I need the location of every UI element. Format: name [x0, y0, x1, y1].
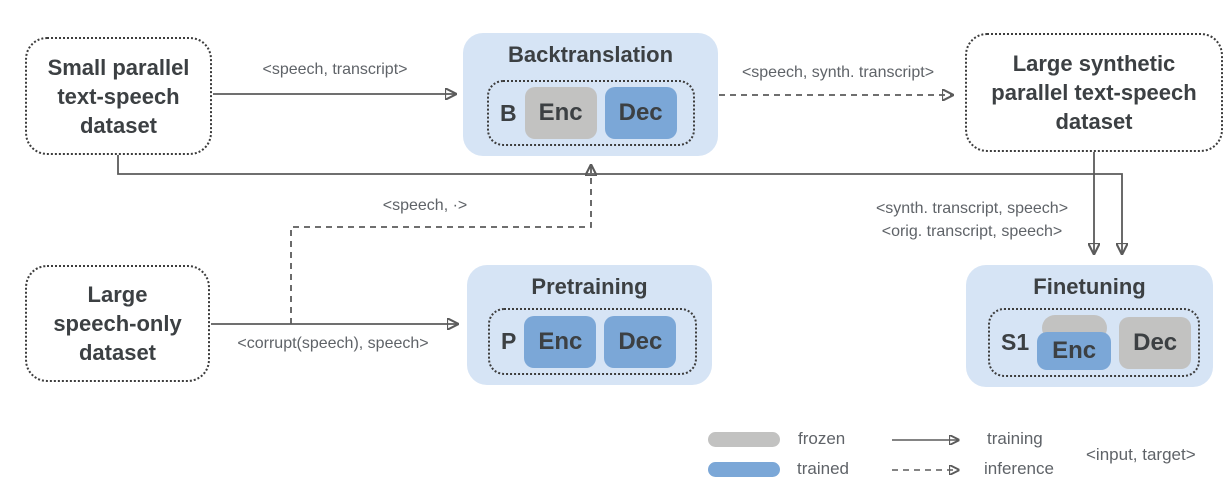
- decoder-block-trained: Dec: [604, 315, 677, 368]
- legend-tuple-format-label: <input, target>: [1086, 445, 1196, 464]
- model-tag-p: P: [501, 328, 517, 354]
- edge-label-speech-transcript: <speech, transcript>: [262, 61, 408, 78]
- edge-speech-to-backtranslation: [290, 166, 591, 324]
- legend-training-label: training: [987, 429, 1043, 448]
- stage-pretraining: Pretraining P Enc Dec: [467, 265, 712, 385]
- dataset-small-parallel: Small parallel text-speech dataset: [25, 37, 212, 155]
- edge-label-speech-dot: <speech, ·>: [382, 197, 468, 214]
- edge-label-finetune-pairs: <synth. transcript, speech> <orig. trans…: [875, 200, 1069, 240]
- training-arrow-icon: [892, 433, 972, 447]
- encoder-block-partially-frozen: Enc: [1037, 315, 1112, 370]
- model-group-finetuning: S1 Enc Dec: [988, 308, 1200, 377]
- dataset-large-synthetic: Large synthetic parallel text-speech dat…: [965, 33, 1223, 152]
- model-group-backtranslation: B Enc Dec: [487, 80, 695, 146]
- stage-title-finetuning: Finetuning: [1033, 274, 1146, 299]
- legend-inference-label: inference: [984, 459, 1054, 478]
- dataset-speech-only: Large speech-only dataset: [25, 265, 210, 382]
- inference-arrow-icon: [892, 463, 972, 477]
- encoder-trained-body: Enc: [1037, 332, 1112, 370]
- legend-frozen-swatch: [708, 432, 780, 447]
- stage-finetuning: Finetuning S1 Enc Dec: [966, 265, 1213, 387]
- legend-frozen-label: frozen: [798, 429, 846, 448]
- edge-small-to-finetuning: [117, 155, 1122, 253]
- model-tag-b: B: [500, 99, 517, 126]
- edge-label-corrupt-speech: <corrupt(speech), speech>: [237, 335, 429, 352]
- decoder-block-trained: Dec: [604, 87, 677, 139]
- edge-label-speech-synth-transcript: <speech, synth. transcript>: [741, 64, 935, 81]
- encoder-block-frozen: Enc: [524, 87, 597, 139]
- model-group-pretraining: P Enc Dec: [488, 308, 697, 375]
- encoder-block-trained: Enc: [524, 315, 597, 368]
- legend-trained-label: trained: [797, 459, 849, 478]
- model-tag-s1: S1: [1001, 329, 1030, 355]
- stage-backtranslation: Backtranslation B Enc Dec: [463, 33, 718, 156]
- stage-title-pretraining: Pretraining: [531, 274, 648, 299]
- stage-title-backtranslation: Backtranslation: [507, 42, 674, 67]
- decoder-block-frozen: Dec: [1119, 316, 1192, 369]
- legend-trained-swatch: [708, 462, 780, 477]
